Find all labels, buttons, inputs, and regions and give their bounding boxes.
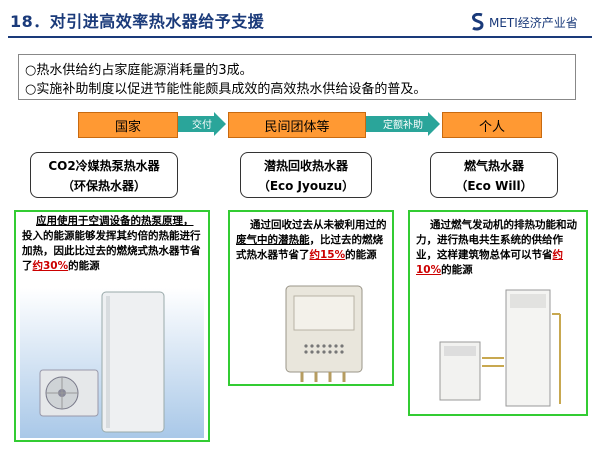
desc-text: 投入的能源能够发挥其约倍的热能进行加热，因此比过去的燃烧式热水器节省了	[22, 230, 201, 272]
page-title: 18．对引进高效率热水器给予支援	[10, 12, 265, 31]
savings-highlight: 约15%	[309, 249, 346, 261]
summary-line-2: ○实施补助制度以促进节能性能颇具成效的高效热水供给设备的普及。	[25, 82, 427, 97]
product-title-line: CO2冷媒热泵热水器	[48, 159, 160, 173]
product-title-line: 潜热回收热水器	[263, 159, 348, 173]
product-title-heatpump: CO2冷媒热泵热水器 （环保热水器）	[30, 152, 178, 198]
desc-text: 通过燃气发动机的排热功能和动力，进行热电共生系统的供给作业，这样建筑物总体可以节…	[416, 219, 577, 261]
desc-text: 的能源	[345, 249, 377, 261]
meti-logo: METI经济产业省	[470, 12, 578, 32]
product-title-line: 燃气热水器	[463, 159, 524, 173]
gas-heater-image	[439, 289, 561, 407]
product-title-gas: 燃气热水器 （Eco Will）	[430, 152, 558, 198]
arrow-right-icon	[366, 112, 440, 136]
arrow-right-icon	[178, 112, 226, 136]
desc-text: 应用使用于空调设备的热泵原理，	[36, 215, 194, 227]
meti-logo-icon	[472, 13, 484, 31]
flow-arrow-2: 定额补助	[366, 112, 440, 136]
panel-gas-desc: 通过燃气发动机的排热功能和动力，进行热电共生系统的供给作业，这样建筑物总体可以节…	[416, 218, 582, 278]
summary-box: ○热水供给约占家庭能源消耗量的3成。 ○实施补助制度以促进节能性能颇具成效的高效…	[18, 54, 576, 100]
desc-text: ，比过去的燃烧式热水器节省了	[236, 234, 383, 261]
flow-arrow-1-label: 交付	[192, 120, 212, 131]
savings-highlight: 约10%	[416, 249, 563, 276]
product-subtitle-line: （环保热水器）	[61, 179, 146, 193]
product-title-latent: 潜热回收热水器 （Eco Jyouzu）	[240, 152, 372, 198]
desc-underline-text: 废气中的潜热能	[236, 234, 310, 246]
panel-latent-desc: 通过回收过去从未被利用过的废气中的潜热能，比过去的燃烧式热水器节省了约15%的能…	[236, 218, 388, 263]
panel-heatpump-desc: 应用使用于空调设备的热泵原理， 投入的能源能够发挥其约倍的热能进行加热，因此比过…	[22, 214, 204, 274]
savings-highlight: 约30%	[32, 260, 69, 272]
desc-text: 通过回收过去从未被利用过的	[250, 219, 387, 231]
panel-latent: 通过回收过去从未被利用过的废气中的潜热能，比过去的燃烧式热水器节省了约15%的能…	[228, 210, 394, 386]
flow-country: 国家	[78, 112, 178, 138]
latent-heater-image	[285, 285, 363, 382]
logo-text: METI经济产业省	[489, 15, 578, 30]
flow-org: 民间团体等	[228, 112, 366, 138]
panel-gas: 通过燃气发动机的排热功能和动力，进行热电共生系统的供给作业，这样建筑物总体可以节…	[408, 210, 588, 416]
desc-text: 的能源	[441, 264, 473, 276]
panel-heatpump: 应用使用于空调设备的热泵原理， 投入的能源能够发挥其约倍的热能进行加热，因此比过…	[14, 210, 210, 442]
flow-individual: 个人	[442, 112, 542, 138]
flow-arrow-2-label: 定额补助	[383, 120, 423, 131]
summary-line-1: ○热水供给约占家庭能源消耗量的3成。	[25, 63, 253, 78]
flow-arrow-1: 交付	[178, 112, 226, 136]
product-subtitle-line: （Eco Will）	[455, 179, 533, 193]
header-divider	[8, 36, 592, 38]
heatpump-image	[20, 288, 204, 438]
product-subtitle-line: （Eco Jyouzu）	[257, 179, 355, 193]
desc-text: 的能源	[68, 260, 100, 272]
